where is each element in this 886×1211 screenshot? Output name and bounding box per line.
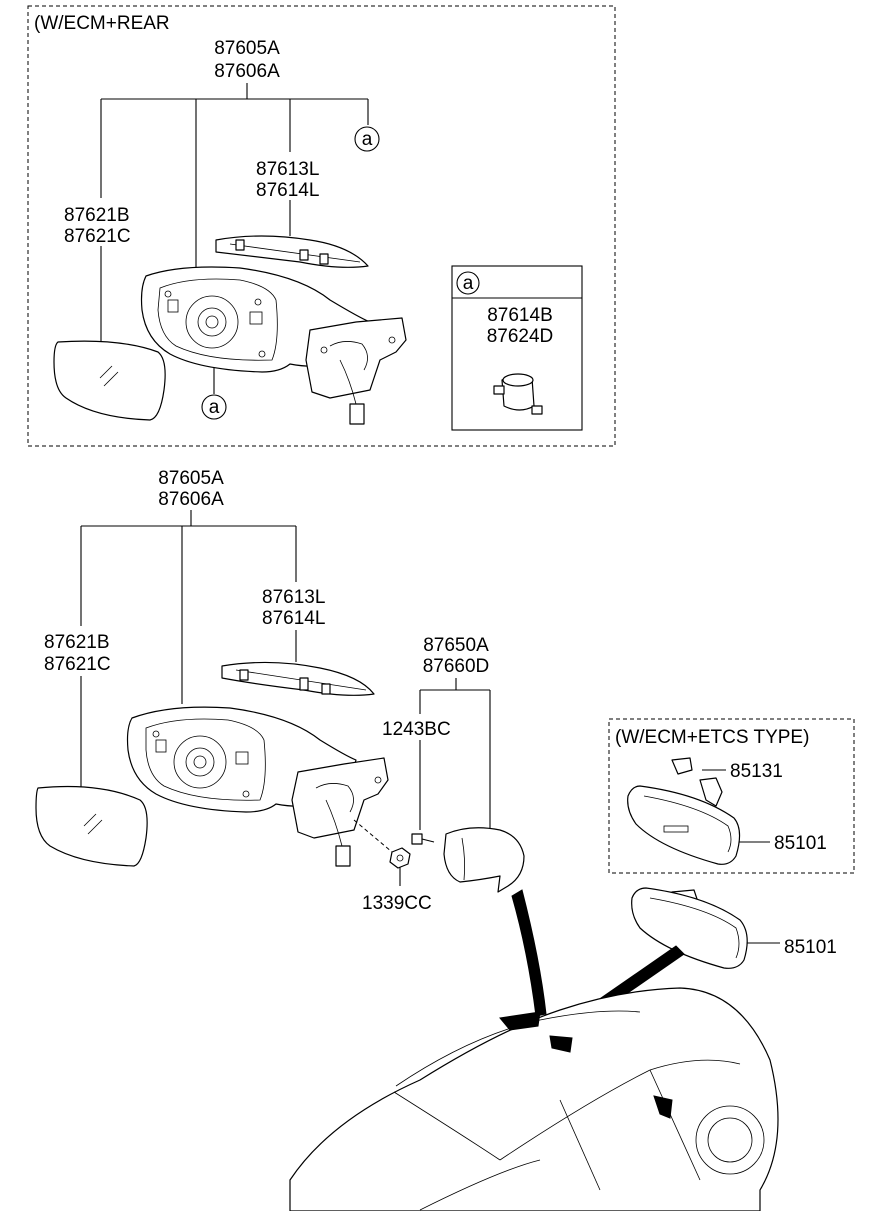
mid-glass-label-1: 87621B <box>44 632 110 653</box>
cover-drawing <box>443 827 525 893</box>
cover-leader-lines <box>399 678 491 886</box>
svg-text:a: a <box>463 273 474 294</box>
inset-label-1: 87614B <box>487 305 553 326</box>
top-repeater-label-2: 87614L <box>256 180 319 201</box>
top-leader-lines <box>100 83 369 394</box>
top-glass-label-2: 87621C <box>64 226 131 247</box>
cover-label-2: 87660D <box>423 656 490 677</box>
mid-leader-lines <box>80 510 297 790</box>
inset-box <box>451 265 583 431</box>
inside-mirror-drawing <box>631 887 748 969</box>
bolt-label: 1243BC <box>382 719 451 740</box>
top-mirror-housing-drawing <box>140 266 407 425</box>
nut-label: 1339CC <box>362 893 432 914</box>
cover-label-1: 87650A <box>423 635 489 656</box>
mid-mirror-glass-drawing <box>35 785 148 867</box>
top-assy-label-2: 87606A <box>214 61 280 82</box>
top-callout-a-upper: a <box>354 126 380 152</box>
svg-text:a: a <box>362 129 373 150</box>
bolt-drawing <box>411 833 435 845</box>
nut-drawing <box>389 847 411 869</box>
top-mirror-glass-drawing <box>53 340 166 421</box>
mid-repeater-lamp-drawing <box>221 661 375 696</box>
mid-repeater-label-1: 87613L <box>262 587 325 608</box>
top-option-box <box>27 5 616 447</box>
inside-mirror-label: 85101 <box>784 937 837 958</box>
vehicle-outline-drawing <box>289 987 779 1211</box>
mid-glass-label-2: 87621C <box>44 654 111 675</box>
top-repeater-lamp-drawing <box>215 235 369 268</box>
top-assy-label-1: 87605A <box>214 38 280 59</box>
etcs-mirror-drawing <box>627 757 741 865</box>
mid-assy-label-1: 87605A <box>158 468 224 489</box>
etcs-option-box <box>608 718 855 874</box>
top-option-title: (W/ECM+REAR <box>34 13 170 34</box>
etcs-leaders <box>702 769 770 843</box>
top-repeater-label-1: 87613L <box>256 159 319 180</box>
mid-assy-label-2: 87606A <box>158 489 224 510</box>
etcs-bracket-label: 85131 <box>730 761 783 782</box>
inset-lamp-drawing <box>493 373 543 415</box>
etcs-mirror-label: 85101 <box>774 833 827 854</box>
svg-text:a: a <box>209 397 220 418</box>
top-glass-label-1: 87621B <box>64 205 130 226</box>
inset-callout-a: a <box>456 271 480 295</box>
inset-label-2: 87624D <box>487 326 554 347</box>
etcs-option-title: (W/ECM+ETCS TYPE) <box>615 727 809 748</box>
mid-repeater-label-2: 87614L <box>262 608 325 629</box>
mid-mirror-housing-drawing <box>126 706 389 867</box>
top-callout-a-lower: a <box>201 394 227 420</box>
